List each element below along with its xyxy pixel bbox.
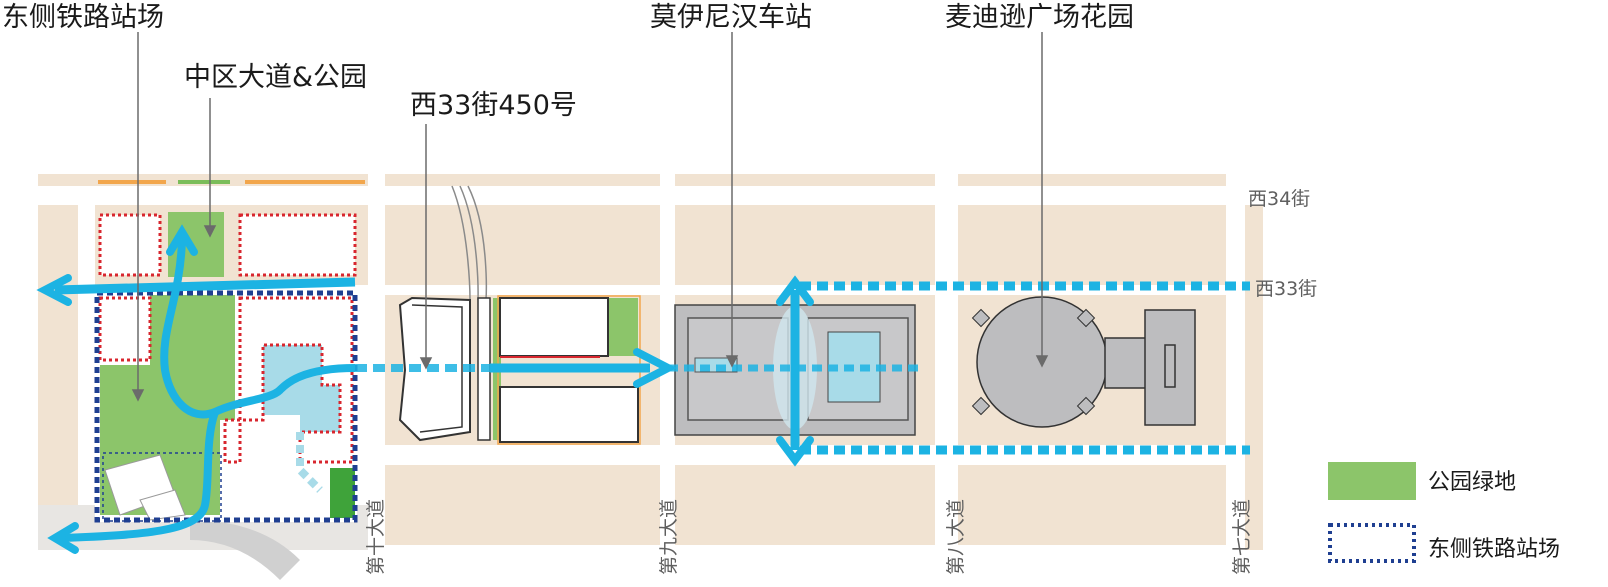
park-area-east bbox=[330, 468, 355, 518]
street-label-7th-ave: 第七大道 bbox=[1231, 499, 1253, 575]
rail-yards-boundary bbox=[94, 290, 358, 523]
legend-park-swatch bbox=[1328, 462, 1416, 500]
legend-rail-yards-label: 东侧铁路站场 bbox=[1428, 537, 1560, 562]
street-label-8th-ave: 第八大道 bbox=[945, 499, 967, 575]
street-label-9th-ave: 第九大道 bbox=[658, 499, 680, 575]
callout-east-rail-yards: 东侧铁路站场 bbox=[2, 2, 164, 33]
callout-leaders bbox=[131, 32, 1049, 402]
street-label-w33: 西33街 bbox=[1255, 278, 1317, 300]
legend: 公园绿地 东侧铁路站场 bbox=[1328, 462, 1560, 563]
callout-moynihan-station: 莫伊尼汉车站 bbox=[650, 2, 812, 33]
park-area-west bbox=[100, 295, 235, 515]
callout-west33-450: 西33街450号 bbox=[410, 90, 577, 121]
street-label-10th-ave: 第十大道 bbox=[365, 499, 387, 575]
madison-square-garden bbox=[971, 296, 1196, 428]
callout-midblock-park: 中区大道&公园 bbox=[184, 62, 367, 93]
street-label-w34: 西34街 bbox=[1248, 188, 1310, 210]
legend-park-label: 公园绿地 bbox=[1428, 470, 1516, 495]
circulation-arrows bbox=[36, 224, 1250, 554]
callout-msg: 麦迪逊广场花园 bbox=[945, 2, 1134, 33]
legend-rail-yards-swatch bbox=[1328, 523, 1416, 563]
